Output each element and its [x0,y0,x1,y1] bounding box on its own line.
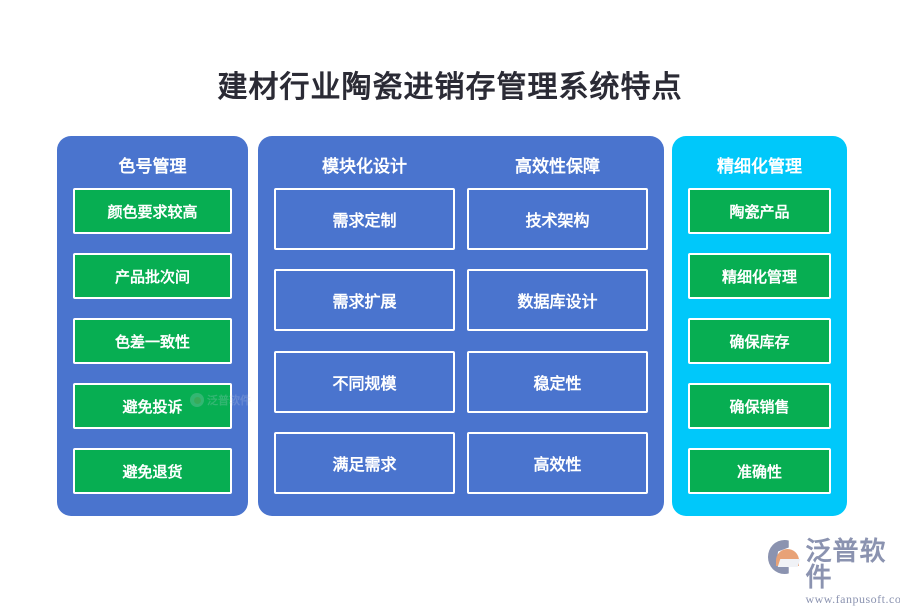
list-item[interactable]: 高效性 [467,431,648,494]
column-items-middle-b: 技术架构 数据库设计 稳定性 高效性 [467,188,648,494]
list-item[interactable]: 精细化管理 [688,253,831,299]
list-item[interactable]: 数据库设计 [467,269,648,332]
columns-container: 色号管理 颜色要求较高 产品批次间 色差一致性 避免投诉 避免退货 模块化设计 … [57,136,847,516]
column-header-left: 色号管理 [118,157,187,176]
column-items-left: 颜色要求较高 产品批次间 色差一致性 避免投诉 避免退货 [73,188,232,494]
list-item[interactable]: 技术架构 [467,188,648,250]
column-header-middle-a: 模块化设计 [322,157,407,176]
list-item[interactable]: 不同规模 [274,350,455,413]
brand-logo: 泛普软件 www.fanpusoft.com [768,538,900,605]
list-item[interactable]: 需求定制 [274,188,455,250]
column-header-middle-b: 高效性保障 [515,157,600,176]
list-item[interactable]: 确保销售 [688,383,831,429]
list-item[interactable]: 满足需求 [274,431,455,494]
list-item[interactable]: 陶瓷产品 [688,188,831,234]
page-title: 建材行业陶瓷进销存管理系统特点 [217,71,683,104]
list-item[interactable]: 稳定性 [467,350,648,413]
list-item[interactable]: 避免退货 [73,448,232,494]
column-middle-b: 高效性保障 技术架构 数据库设计 稳定性 高效性 [467,136,648,516]
column-items-right: 陶瓷产品 精细化管理 确保库存 确保销售 准确性 [688,188,831,494]
list-item[interactable]: 确保库存 [688,318,831,364]
column-panel-left: 色号管理 颜色要求较高 产品批次间 色差一致性 避免投诉 避免退货 [57,136,248,516]
column-header-right: 精细化管理 [717,157,802,176]
list-item[interactable]: 准确性 [688,448,831,494]
list-item[interactable]: 避免投诉 [73,383,232,429]
list-item[interactable]: 颜色要求较高 [73,188,232,234]
list-item[interactable]: 色差一致性 [73,318,232,364]
column-panel-right: 精细化管理 陶瓷产品 精细化管理 确保库存 确保销售 准确性 [672,136,847,516]
list-item[interactable]: 需求扩展 [274,269,455,332]
brand-url: www.fanpusoft.com [805,592,900,606]
brand-name: 泛普软件 [805,536,887,592]
logo-arc-cut-shape [777,559,801,567]
column-middle-a: 模块化设计 需求定制 需求扩展 不同规模 满足需求 [274,136,455,516]
brand-logo-texts: 泛普软件 www.fanpusoft.com [805,538,900,605]
list-item[interactable]: 产品批次间 [73,253,232,299]
column-items-middle-a: 需求定制 需求扩展 不同规模 满足需求 [274,188,455,494]
fanpu-logo-icon [768,540,801,574]
column-panel-middle: 模块化设计 需求定制 需求扩展 不同规模 满足需求 高效性保障 技术架构 数据库… [258,136,664,516]
